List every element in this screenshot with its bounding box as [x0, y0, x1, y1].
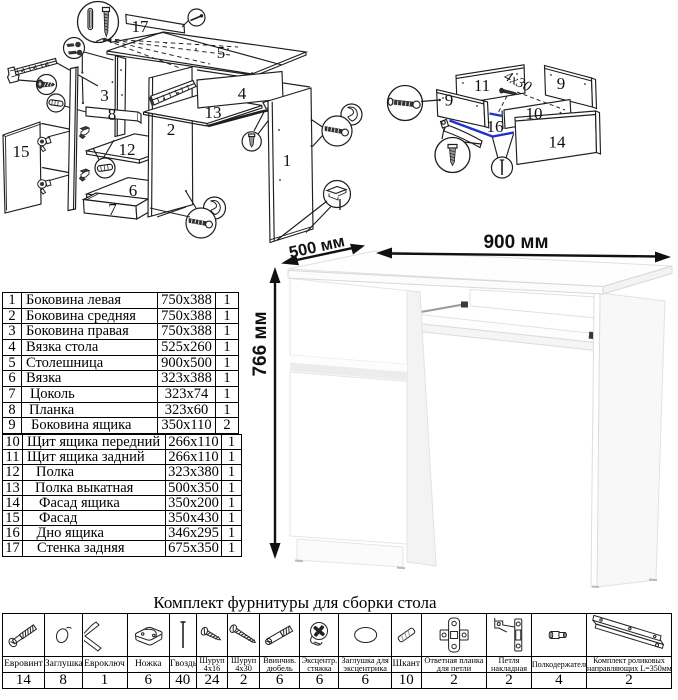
svg-text:12: 12	[119, 140, 136, 159]
svg-text:1: 1	[283, 151, 292, 170]
svg-text:3: 3	[100, 86, 109, 105]
svg-text:9: 9	[445, 91, 454, 110]
svg-text:900 мм: 900 мм	[483, 232, 548, 253]
svg-text:500 мм: 500 мм	[287, 232, 346, 262]
svg-text:15: 15	[13, 142, 30, 161]
svg-text:6: 6	[129, 181, 138, 200]
svg-text:13: 13	[205, 103, 222, 122]
svg-text:14: 14	[549, 133, 567, 152]
svg-text:7: 7	[108, 200, 117, 219]
svg-text:10: 10	[526, 104, 543, 123]
svg-text:4: 4	[238, 84, 247, 103]
svg-text:16: 16	[487, 117, 504, 136]
svg-text:5: 5	[217, 43, 226, 62]
svg-text:17: 17	[132, 17, 150, 36]
svg-text:8: 8	[108, 105, 117, 124]
svg-text:766 мм: 766 мм	[250, 311, 271, 376]
svg-text:9: 9	[557, 74, 566, 93]
svg-text:11: 11	[474, 76, 490, 95]
svg-text:2: 2	[167, 120, 176, 139]
